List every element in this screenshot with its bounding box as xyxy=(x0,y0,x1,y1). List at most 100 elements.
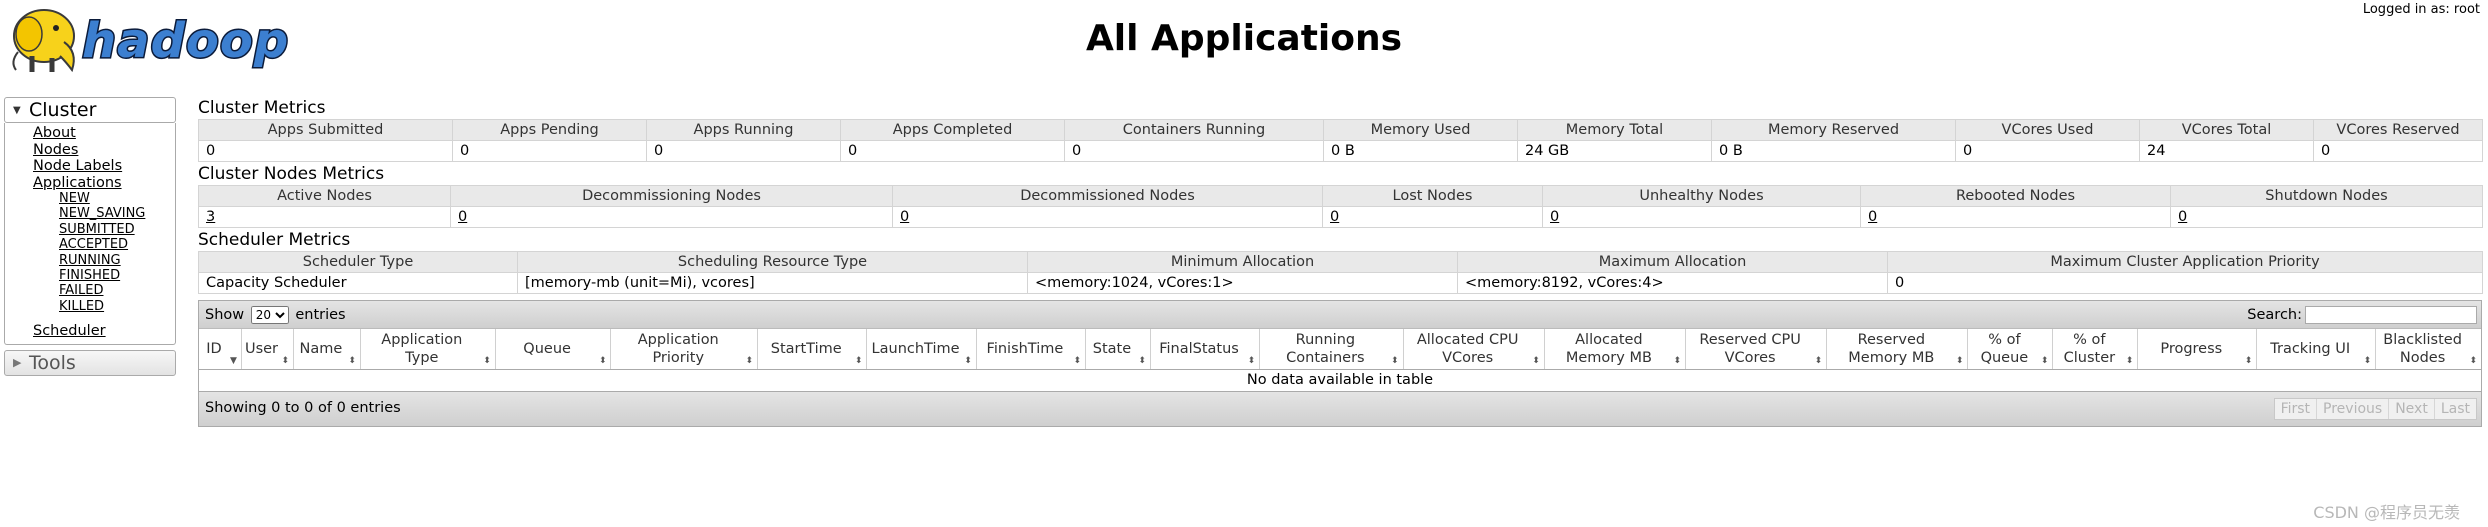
app-state-link-new[interactable]: NEW xyxy=(59,191,90,206)
column-header-launch-time[interactable]: LaunchTime⬍ xyxy=(866,329,977,370)
column-header-final-status[interactable]: FinalStatus⬍ xyxy=(1150,329,1261,370)
sidebar-link-node-labels[interactable]: Node Labels xyxy=(33,158,123,174)
sidebar-link-applications[interactable]: Applications xyxy=(33,174,122,191)
app-state-link-killed[interactable]: KILLED xyxy=(59,298,105,314)
sort-icon: ⬍ xyxy=(1955,355,1964,366)
metric-value: 0 xyxy=(452,140,647,162)
column-header-reserved-memory[interactable]: Reserved Memory MB⬍ xyxy=(1826,329,1969,370)
column-header-user[interactable]: User⬍ xyxy=(241,329,295,370)
sidebar-link-about[interactable]: About xyxy=(33,125,76,141)
column-header-running-containers[interactable]: Running Containers⬍ xyxy=(1259,329,1404,370)
node-metrics-table: Active Nodes Decommissioning Nodes Decom… xyxy=(198,185,2483,228)
column-header-reserved-cpu[interactable]: Reserved CPU VCores⬍ xyxy=(1685,329,1828,370)
tools-section-header[interactable]: ▶Tools xyxy=(4,349,176,376)
column-header-queue[interactable]: Queue⬍ xyxy=(495,329,612,370)
unhealthy-nodes-link[interactable]: 0 xyxy=(1550,209,1560,225)
metric-header: Decommissioned Nodes xyxy=(892,185,1323,207)
column-header-percent-cluster[interactable]: % of Cluster⬍ xyxy=(2052,329,2139,370)
lost-nodes-link[interactable]: 0 xyxy=(1330,209,1340,225)
table-toolbar: Show 20 entries Search: xyxy=(199,301,2481,329)
sort-desc-icon: ▼ xyxy=(230,355,237,366)
column-header-name[interactable]: Name⬍ xyxy=(293,329,361,370)
app-state-link-submitted[interactable]: SUBMITTED xyxy=(59,221,135,237)
sidebar-nav: ▼Cluster About Nodes Node Labels Applica… xyxy=(4,97,176,376)
hadoop-logo[interactable]: hadoop xyxy=(4,0,304,78)
shutdown-nodes-link[interactable]: 0 xyxy=(2178,209,2188,225)
pagination: First Previous Next Last xyxy=(2273,397,2477,420)
app-state-link-new-saving[interactable]: NEW_SAVING xyxy=(59,206,146,222)
entries-label: entries xyxy=(295,307,346,323)
table-search: Search: xyxy=(2247,306,2477,324)
column-header-state[interactable]: State⬍ xyxy=(1085,329,1151,370)
metric-header: Apps Completed xyxy=(840,119,1065,141)
sort-icon: ⬍ xyxy=(598,355,607,366)
metric-header: Lost Nodes xyxy=(1322,185,1543,207)
pagination-previous-button[interactable]: Previous xyxy=(2317,398,2390,419)
rebooted-nodes-link[interactable]: 0 xyxy=(1868,209,1878,225)
column-header-progress[interactable]: Progress⬍ xyxy=(2137,329,2258,370)
sort-icon: ⬍ xyxy=(964,355,972,366)
metric-value: 0 xyxy=(646,140,841,162)
search-label: Search: xyxy=(2247,307,2302,323)
sort-icon: ⬍ xyxy=(281,355,289,366)
column-header-application-priority[interactable]: Application Priority⬍ xyxy=(610,329,759,370)
applications-table: ID▼ User⬍ Name⬍ Application Type⬍ Queue⬍… xyxy=(199,329,2481,392)
column-header-application-type[interactable]: Application Type⬍ xyxy=(360,329,496,370)
app-state-link-failed[interactable]: FAILED xyxy=(59,283,104,299)
sort-icon: ⬍ xyxy=(1814,355,1823,366)
app-state-link-accepted[interactable]: ACCEPTED xyxy=(59,237,129,253)
show-label: Show xyxy=(205,307,245,323)
metric-value: [memory-mb (unit=Mi), vcores] xyxy=(517,272,1028,294)
column-header-allocated-cpu[interactable]: Allocated CPU VCores⬍ xyxy=(1403,329,1545,370)
sidebar-link-nodes[interactable]: Nodes xyxy=(33,141,79,158)
column-header-percent-queue[interactable]: % of Queue⬍ xyxy=(1967,329,2054,370)
page-length-select[interactable]: 20 xyxy=(250,306,289,324)
active-nodes-link[interactable]: 3 xyxy=(206,209,216,225)
sort-icon: ⬍ xyxy=(2363,355,2372,366)
decommissioning-nodes-link[interactable]: 0 xyxy=(458,209,468,225)
tools-section-label: Tools xyxy=(29,351,76,374)
logo-text: hadoop xyxy=(82,13,289,69)
pagination-next-button[interactable]: Next xyxy=(2389,398,2435,419)
metric-header: Apps Pending xyxy=(452,119,647,141)
decommissioned-nodes-link[interactable]: 0 xyxy=(900,209,910,225)
cluster-section-label: Cluster xyxy=(29,99,97,121)
page-length-control: Show 20 entries xyxy=(205,306,346,324)
column-header-start-time[interactable]: StartTime⬍ xyxy=(757,329,868,370)
metric-header: Memory Total xyxy=(1517,119,1712,141)
metric-value: 0 xyxy=(1955,140,2140,162)
metric-value: <memory:1024, vCores:1> xyxy=(1027,272,1458,294)
table-footer: Showing 0 to 0 of 0 entries First Previo… xyxy=(199,391,2481,426)
column-header-id[interactable]: ID▼ xyxy=(199,329,242,370)
pagination-first-button[interactable]: First xyxy=(2275,398,2318,419)
app-state-link-finished[interactable]: FINISHED xyxy=(59,268,121,284)
metric-value: <memory:8192, vCores:4> xyxy=(1457,272,1888,294)
metric-header: VCores Total xyxy=(2139,119,2314,141)
table-header-row: ID▼ User⬍ Name⬍ Application Type⬍ Queue⬍… xyxy=(199,329,2481,370)
column-header-finish-time[interactable]: FinishTime⬍ xyxy=(976,329,1087,370)
metric-header: Containers Running xyxy=(1064,119,1324,141)
sort-icon: ⬍ xyxy=(483,355,491,366)
metric-header: Apps Submitted xyxy=(198,119,453,141)
search-input[interactable] xyxy=(2305,306,2477,324)
sort-icon: ⬍ xyxy=(745,355,754,366)
cluster-section-body: About Nodes Node Labels Applications NEW… xyxy=(4,123,176,345)
metric-header: Scheduling Resource Type xyxy=(517,251,1028,273)
sidebar-link-scheduler[interactable]: Scheduler xyxy=(33,323,106,340)
metric-header: Apps Running xyxy=(646,119,841,141)
app-state-link-running[interactable]: RUNNING xyxy=(59,252,121,268)
sort-icon: ⬍ xyxy=(1673,355,1681,366)
cluster-section-header[interactable]: ▼Cluster xyxy=(4,97,176,123)
sort-icon: ⬍ xyxy=(2469,355,2477,366)
column-header-blacklisted-nodes[interactable]: Blacklisted Nodes⬍ xyxy=(2375,329,2481,370)
sort-icon: ⬍ xyxy=(2244,355,2253,366)
metric-header: Active Nodes xyxy=(198,185,451,207)
metric-value: 24 xyxy=(2139,140,2314,162)
app-state-links: NEW NEW_SAVING SUBMITTED ACCEPTED RUNNIN… xyxy=(33,191,175,314)
column-header-allocated-memory[interactable]: Allocated Memory MB⬍ xyxy=(1544,329,1687,370)
pagination-last-button[interactable]: Last xyxy=(2440,400,2470,417)
metric-value: 24 GB xyxy=(1517,140,1712,162)
metric-value: 0 xyxy=(198,140,453,162)
metric-header: Scheduler Type xyxy=(198,251,518,273)
column-header-tracking-ui[interactable]: Tracking UI⬍ xyxy=(2256,329,2377,370)
